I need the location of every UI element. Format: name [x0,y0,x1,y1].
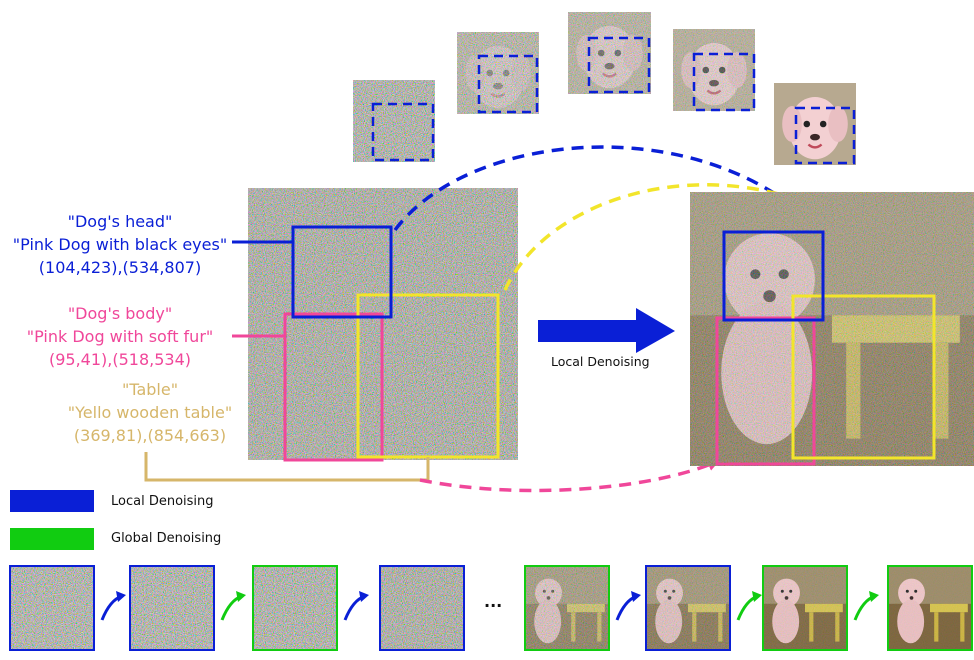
denoising-sequence [9,565,973,651]
legend-swatch-global [10,528,94,550]
region-coords: (369,81),(854,663) [73,426,227,445]
head-crop-thumbnail-5 [774,83,856,165]
sequence-frame-noise [525,566,609,650]
head-crop-thumbnail-2 [457,32,539,114]
local-denoising-big-arrow [538,308,675,353]
region-name: "Table" [121,380,179,399]
region-coords: (95,41),(518,534) [48,350,192,369]
sequence-step-arrowhead [116,591,126,602]
sequence-step-arrowhead [752,591,762,602]
region-coords: (104,423),(534,807) [38,258,202,277]
sequence-frame-border [524,565,610,651]
sequence-step-arrowhead [869,591,879,602]
sequence-ellipsis: ... [484,592,503,611]
sequence-step-arrowhead [359,591,369,602]
region-label-head: "Dog's head" "Pink Dog with black eyes" … [0,210,240,279]
region-name: "Dog's head" [67,212,173,231]
region-label-body: "Dog's body" "Pink Dog with soft fur" (9… [0,302,240,371]
region-label-table: "Table" "Yello wooden table" (369,81),(8… [30,378,270,447]
sequence-frame-border [129,565,215,651]
head-crop-thumbnail-1 [353,80,435,162]
sequence-step-arrowhead [236,591,246,602]
head-crop-thumbnail-4 [673,29,756,112]
dog-body-box-input [283,312,384,462]
sequence-frame-border [379,565,465,651]
head-crop-thumbnail-3 [568,12,651,94]
denoised-output-image [690,192,974,466]
sequence-frame-border [762,565,848,651]
sequence-frame-noise [380,566,464,650]
sequence-frame-border [9,565,95,651]
region-name: "Dog's body" [67,304,173,323]
sequence-step-arrowhead [631,591,641,602]
dog-head-box-input [291,225,393,319]
dog-body-box-output [715,316,816,466]
region-prompt: "Pink Dog with black eyes" [12,235,228,254]
region-prompt: "Pink Dog with soft fur" [26,327,214,346]
sequence-frame-noise [253,566,337,650]
region-prompt: "Yello wooden table" [67,403,233,422]
sequence-frame-border [645,565,731,651]
sequence-frame-noise [130,566,214,650]
sequence-frame-noise [763,566,847,650]
sequence-frame-noise [10,566,94,650]
body-flow-arrow [419,459,720,493]
dog-head-box-output [722,230,825,322]
legend-label-local: Local Denoising [111,494,214,509]
sequence-frame-border [252,565,338,651]
sequence-frame-noise [646,566,730,650]
legend-swatch-local [10,490,94,512]
table-box-output [791,294,936,460]
sequence-frame-border [887,565,973,651]
legend-label-global: Global Denoising [111,531,222,546]
local-denoising-arrow-label: Local Denoising [551,354,650,369]
sequence-frame-noise [888,566,972,650]
table-leader-line [144,452,430,482]
